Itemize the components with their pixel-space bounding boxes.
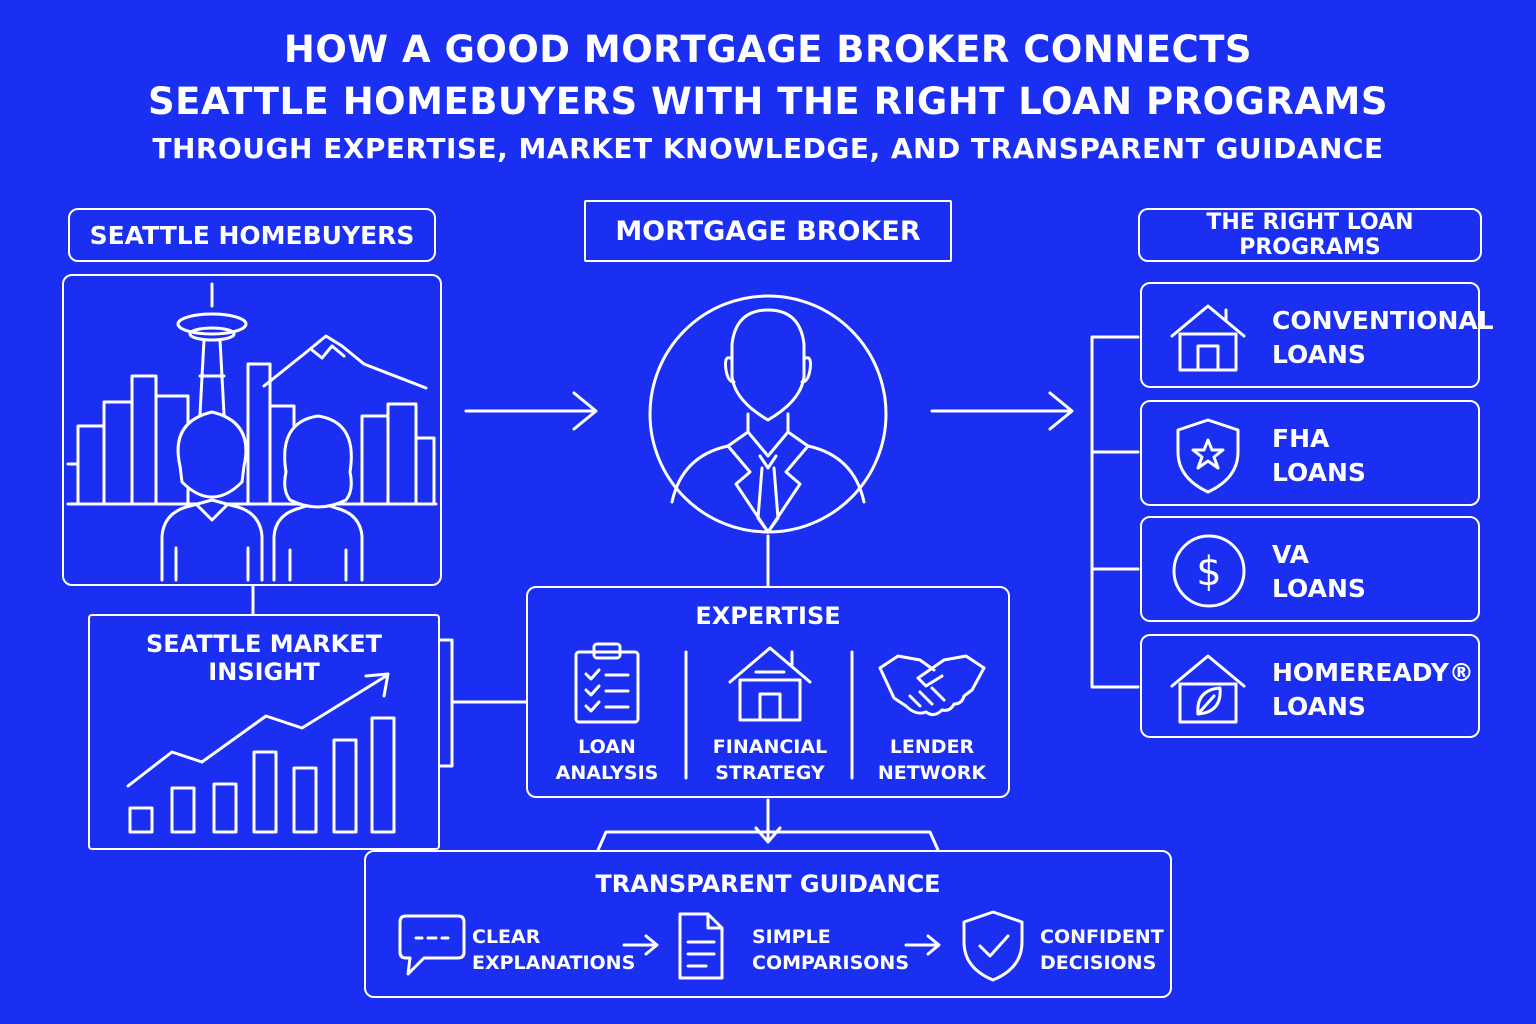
chat-bubble-icon <box>398 914 466 976</box>
homebuyers-label: SEATTLE HOMEBUYERS <box>89 220 415 250</box>
page-title-line2: SEATTLE HOMEBUYERS WITH THE RIGHT LOAN P… <box>147 80 1389 123</box>
expertise-item-line2: ANALYSIS <box>555 762 659 784</box>
market-insight-box: SEATTLE MARKET INSIGHT <box>88 614 440 850</box>
guidance-item-label: CLEAR EXPLANATIONS <box>472 924 636 976</box>
expertise-box: EXPERTISE <box>526 586 1010 798</box>
expertise-item-label: LENDER NETWORK <box>864 734 1000 786</box>
page-subtitle: THROUGH EXPERTISE, MARKET KNOWLEDGE, AND… <box>152 132 1384 165</box>
guidance-label: TRANSPARENT GUIDANCE <box>595 870 941 898</box>
homebuyers-label-box: SEATTLE HOMEBUYERS <box>68 208 436 262</box>
expertise-item-line1: LENDER <box>889 736 975 758</box>
handshake-icon <box>878 654 986 717</box>
house-leaf-icon <box>1170 654 1246 724</box>
broker-label-box: MORTGAGE BROKER <box>584 200 952 262</box>
loan-program-label: FHA LOANS <box>1272 424 1366 487</box>
expertise-item-line2: NETWORK <box>877 762 987 784</box>
expertise-item-label: LOAN ANALYSIS <box>542 734 672 786</box>
shield-check-icon <box>962 910 1024 982</box>
guidance-item-line2: EXPLANATIONS <box>472 952 636 974</box>
house-icon <box>1170 304 1246 372</box>
arrow-right-icon <box>622 934 659 956</box>
page-title: HOW A GOOD MORTGAGE BROKER CONNECTS <box>283 28 1253 71</box>
shield-star-icon <box>1176 418 1240 494</box>
guidance-box: TRANSPARENT GUIDANCE CLEAR EXPLANATIONS … <box>364 850 1172 998</box>
expertise-item-line1: FINANCIAL <box>712 736 828 758</box>
broker-avatar-icon <box>648 294 888 534</box>
homebuyers-illustration-box <box>62 274 442 586</box>
expertise-dividers <box>684 650 854 780</box>
loan-program-card: $ VA LOANS <box>1140 516 1480 622</box>
loan-program-label: VA LOANS <box>1272 540 1366 603</box>
arrow-right-icon <box>904 934 941 956</box>
market-insight-label: SEATTLE MARKET INSIGHT <box>145 630 383 686</box>
guidance-item-line2: COMPARISONS <box>752 952 910 974</box>
clipboard-checklist-icon <box>574 642 640 724</box>
expertise-item-line1: LOAN <box>578 736 636 758</box>
svg-text:$: $ <box>1196 549 1221 595</box>
loan-program-card: CONVENTIONAL LOANS <box>1140 282 1494 388</box>
guidance-item-label: SIMPLE COMPARISONS <box>752 924 910 976</box>
loan-program-label: HOMEREADY® LOANS <box>1272 658 1474 721</box>
house-icon <box>728 646 812 722</box>
expertise-label: EXPERTISE <box>695 602 841 630</box>
broker-label: MORTGAGE BROKER <box>615 215 921 247</box>
programs-label: THE RIGHT LOAN PROGRAMS <box>1206 210 1414 260</box>
guidance-item-line2: DECISIONS <box>1040 952 1157 974</box>
guidance-item-line1: CLEAR <box>472 926 541 948</box>
growth-chart-icon <box>126 672 396 834</box>
seattle-skyline-homebuyers-icon <box>66 282 438 582</box>
guidance-item-line1: SIMPLE <box>752 926 831 948</box>
loan-program-card: HOMEREADY® LOANS <box>1140 634 1480 738</box>
document-icon <box>678 912 724 980</box>
dollar-coin-icon: $ <box>1172 534 1246 608</box>
programs-label-box: THE RIGHT LOAN PROGRAMS <box>1138 208 1482 262</box>
guidance-item-label: CONFIDENT DECISIONS <box>1040 924 1170 976</box>
expertise-item-label: FINANCIAL STRATEGY <box>700 734 840 786</box>
loan-program-card: FHA LOANS <box>1140 400 1480 506</box>
expertise-item-line2: STRATEGY <box>715 762 825 784</box>
guidance-item-line1: CONFIDENT <box>1040 926 1164 948</box>
loan-program-label: CONVENTIONAL LOANS <box>1272 306 1494 369</box>
